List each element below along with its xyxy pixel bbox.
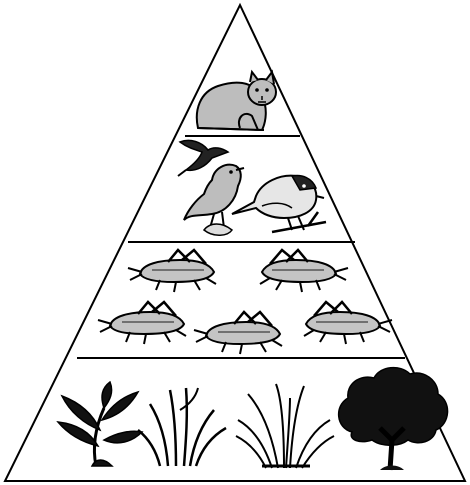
food-pyramid-diagram [0,0,470,485]
pyramid-svg [0,0,470,485]
